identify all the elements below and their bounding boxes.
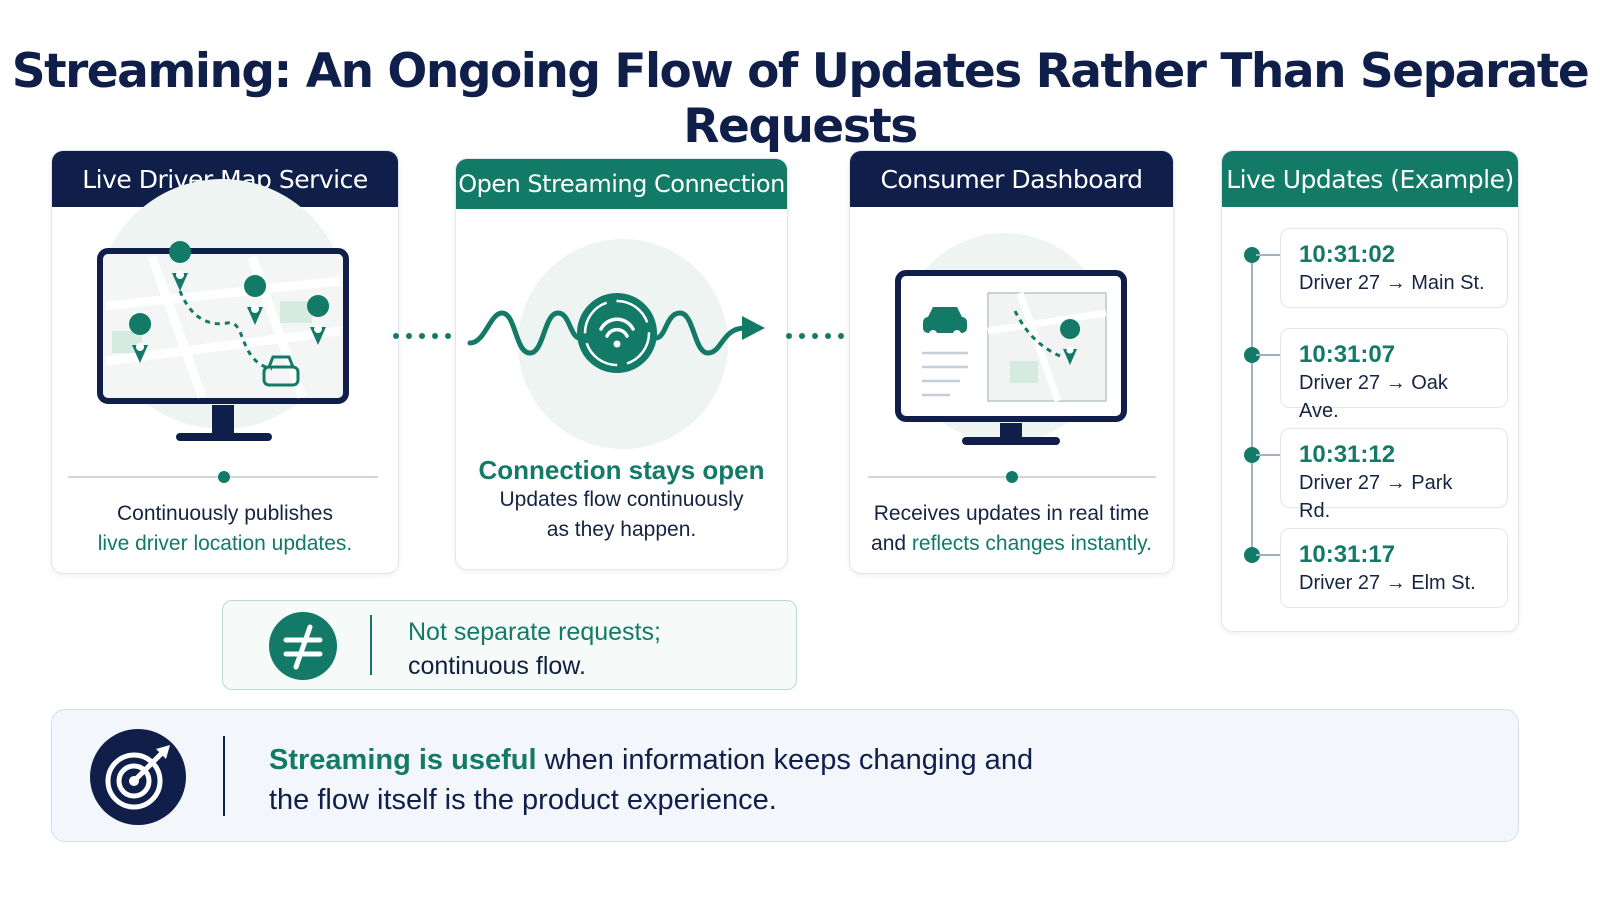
panel-caption: Receives updates in real time and reflec… — [871, 502, 1152, 555]
panel-consumer-dashboard: Consumer Dashboard Receives updates in r… — [849, 150, 1174, 574]
update-item: 10:31:07 Driver 27 → Oak Ave. — [1280, 328, 1508, 422]
monitor-map-icon — [97, 241, 349, 441]
update-item: 10:31:02 Driver 27 → Main St. — [1280, 228, 1508, 308]
panel-caption: Continuously publishes live driver locat… — [97, 502, 353, 555]
not-equal-icon — [269, 612, 337, 680]
connector-dots-right — [786, 333, 844, 339]
timeline-line — [1251, 254, 1253, 556]
wifi-sync-icon — [467, 293, 765, 373]
panel-header: Open Streaming Connection — [456, 159, 787, 209]
note-not-separate-requests: Not separate requests; continuous flow. — [222, 600, 797, 690]
page-title: Streaming: An Ongoing Flow of Updates Ra… — [11, 44, 1590, 154]
panel-caption: Connection stays open Updates flow conti… — [478, 455, 765, 541]
panel-header: Live Updates (Example) — [1222, 151, 1518, 207]
update-item: 10:31:12 Driver 27 → Park Rd. — [1280, 428, 1508, 522]
target-arrow-icon — [90, 729, 186, 825]
panel-live-driver-map-service: Live Driver Map Service Continuously p — [51, 150, 399, 574]
connector-dots-left — [393, 333, 451, 339]
dashboard-monitor-icon — [895, 270, 1127, 445]
takeaway-banner: Streaming is useful when information kee… — [51, 709, 1519, 842]
panel-header: Consumer Dashboard — [850, 151, 1173, 207]
update-item: 10:31:17 Driver 27 → Elm St. — [1280, 528, 1508, 608]
